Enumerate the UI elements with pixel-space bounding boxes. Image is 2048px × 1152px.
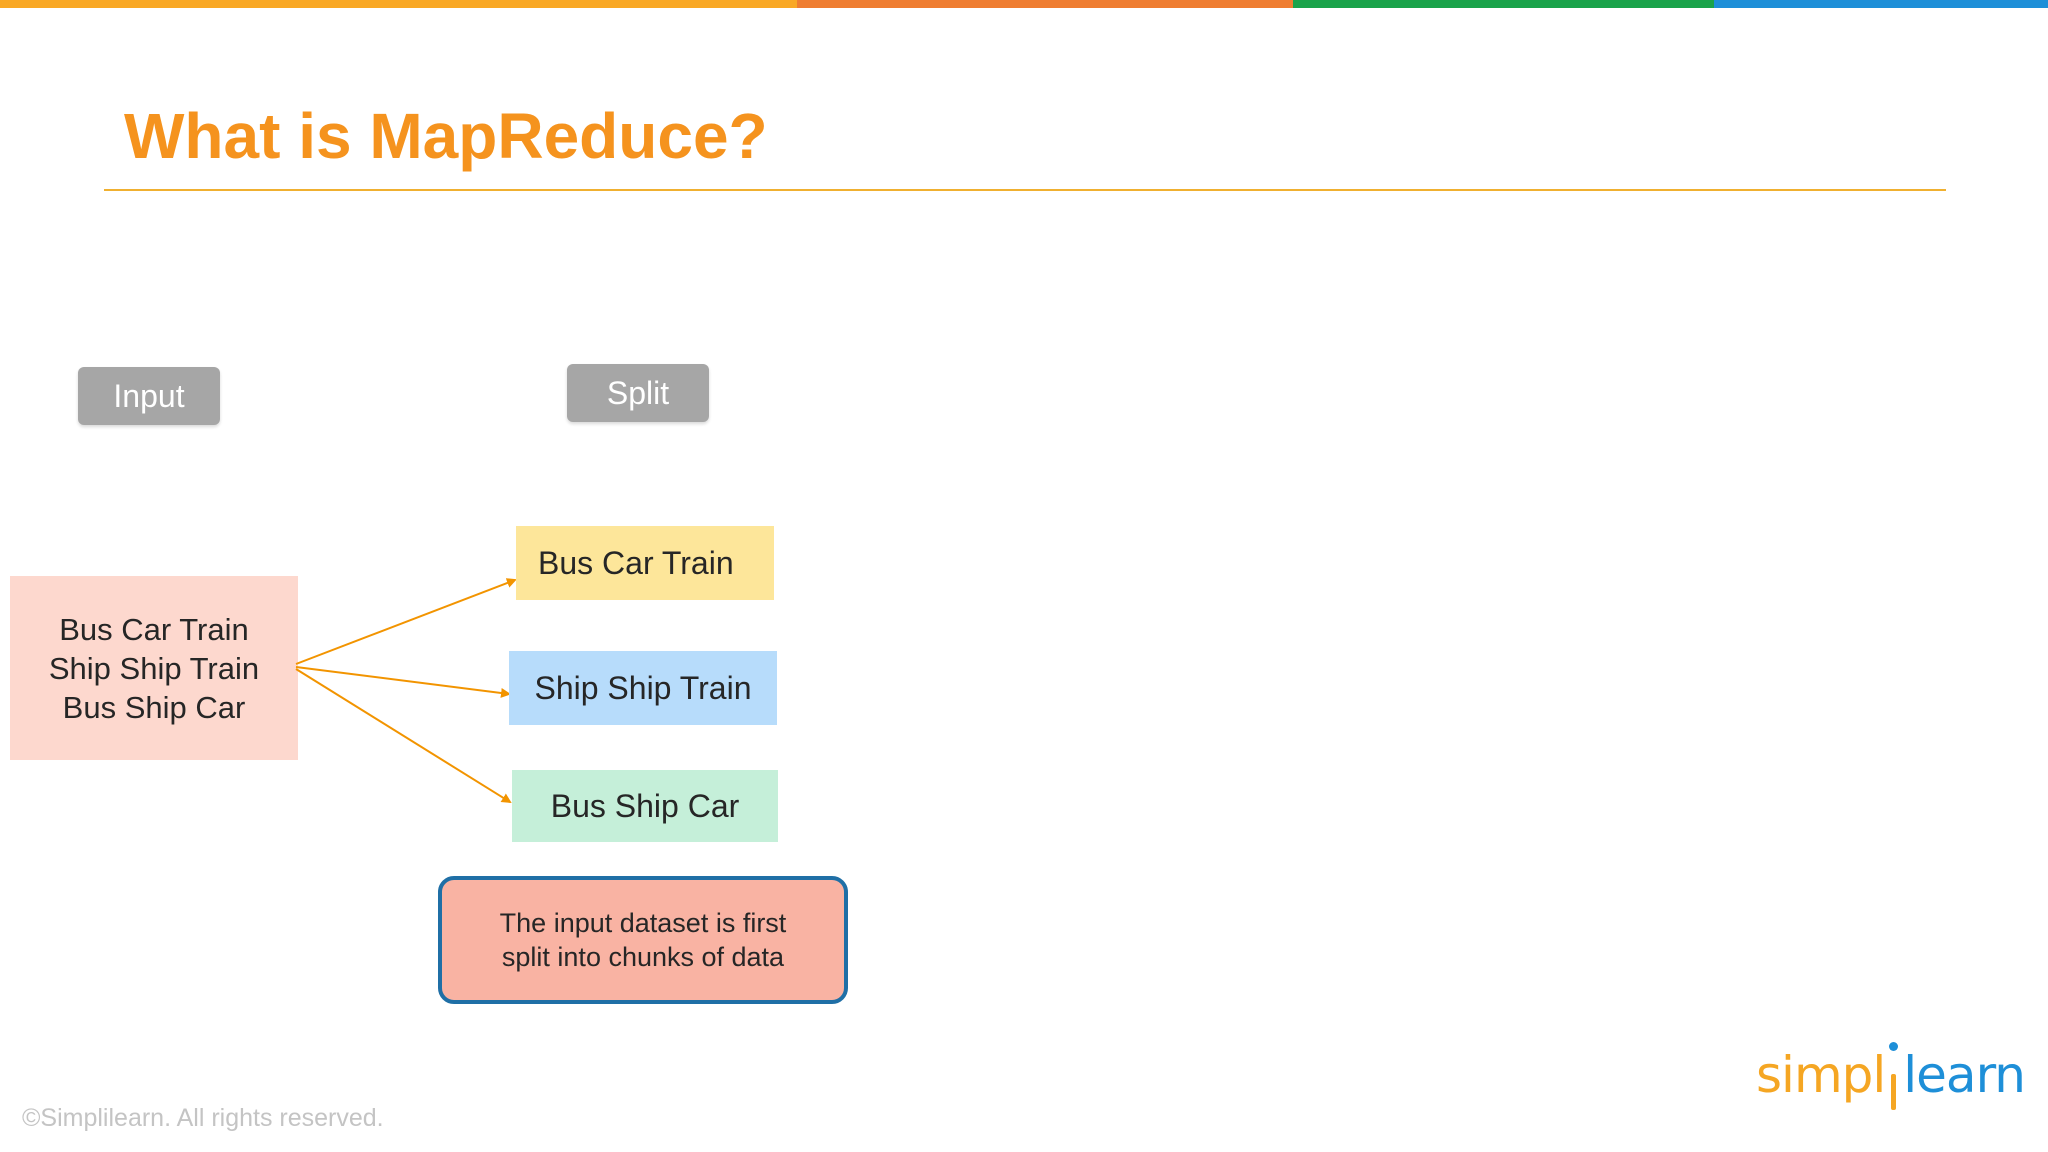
input-data-box: Bus Car Train Ship Ship Train Bus Ship C… <box>10 576 298 760</box>
title-divider <box>104 189 1946 191</box>
input-line-1: Bus Car Train <box>59 611 249 647</box>
top-bar-segment-blue <box>1714 0 2048 8</box>
input-line-3: Bus Ship Car <box>62 689 246 725</box>
logo-i-stem <box>1891 1074 1897 1110</box>
arrow-to-chunk-1 <box>295 578 517 665</box>
input-stage-label: Input <box>78 367 220 425</box>
copyright-notice: ©Simplilearn. All rights reserved. <box>22 1104 384 1132</box>
top-bar-segment-yellow <box>0 0 797 8</box>
top-bar-segment-green <box>1293 0 1714 8</box>
top-bar-segment-orange <box>797 0 1293 8</box>
split-chunk-2: Ship Ship Train <box>509 651 777 725</box>
arrow-to-chunk-2 <box>295 666 511 698</box>
split-stage-label: Split <box>567 364 709 422</box>
split-chunk-1: Bus Car Train <box>516 526 774 600</box>
split-chunk-3: Bus Ship Car <box>512 770 778 842</box>
callout-line-2: split into chunks of data <box>501 942 785 972</box>
logo-text-learn: learn <box>1903 1046 2026 1104</box>
explanation-callout: The input dataset is first split into ch… <box>438 876 848 1004</box>
page-title: What is MapReduce? <box>124 100 768 172</box>
callout-line-1: The input dataset is first <box>499 908 787 938</box>
simplilearn-logo: simpl learn <box>1756 1040 2026 1110</box>
logo-i-glyph <box>1885 1040 1903 1110</box>
top-color-bar <box>0 0 2048 8</box>
arrow-to-chunk-3 <box>295 668 512 804</box>
logo-text-simpl: simpl <box>1756 1046 1886 1104</box>
logo-i-dot <box>1889 1042 1899 1051</box>
input-line-2: Ship Ship Train <box>48 650 260 686</box>
